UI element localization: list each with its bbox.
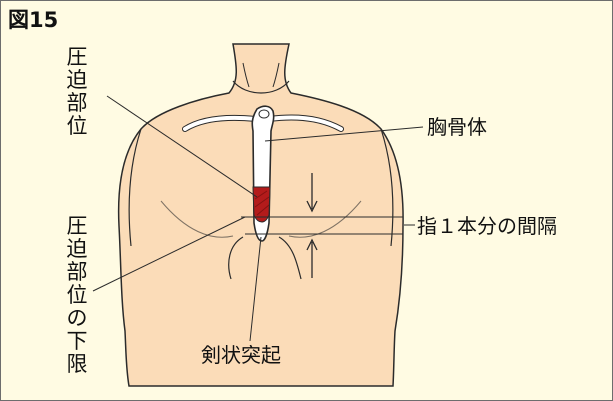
figure-title: 図15 [8,10,58,31]
label-finger-gap: 指１本分の間隔 [417,216,557,236]
label-sternum-body: 胸骨体 [427,117,487,137]
label-xiphoid: 剣状突起 [201,345,281,365]
label-compression-site: 圧迫部位 [65,46,89,138]
label-lower-limit: 圧迫部位の下限 [65,215,89,376]
